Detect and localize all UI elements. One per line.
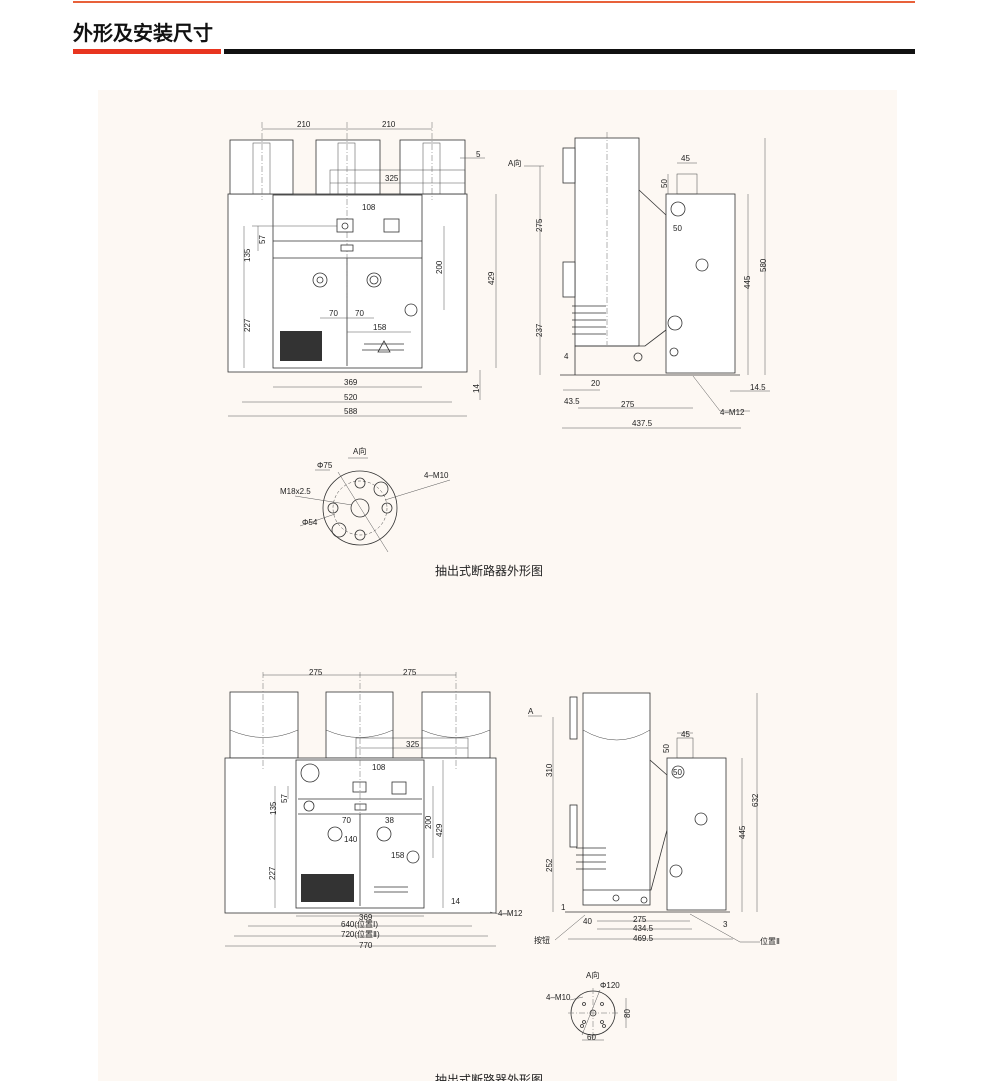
dim-label: 4 xyxy=(564,352,569,361)
dim-label: 14.5 xyxy=(750,383,766,392)
drawing2-caption: 抽出式断路器外形图 xyxy=(435,1072,543,1081)
dim-label: 369 xyxy=(359,913,373,922)
dim-label: 80 xyxy=(623,1009,632,1018)
dim-label: 40 xyxy=(583,917,592,926)
dim-label: 135 xyxy=(269,801,278,815)
drawing1-caption: 抽出式断路器外形图 xyxy=(435,563,543,578)
dim-label: 4–M12 xyxy=(720,408,745,417)
dim-label: 50 xyxy=(673,768,682,777)
dim-label: 200 xyxy=(424,815,433,829)
dim-label: 445 xyxy=(738,825,747,839)
dim-label: 325 xyxy=(406,740,420,749)
dim-label: 按钮 xyxy=(534,935,550,945)
dim-label: Φ54 xyxy=(302,518,318,527)
dim-label: 70 xyxy=(329,309,338,318)
drawing2-side-view: A 45 50 50 310 252 632 445 1 40 275 434.… xyxy=(528,692,780,946)
dim-label: Φ120 xyxy=(600,981,620,990)
dim-label: 252 xyxy=(545,858,554,872)
dim-label: 275 xyxy=(309,668,323,677)
dim-label: 720(位置Ⅱ) xyxy=(341,929,380,939)
dim-label: 108 xyxy=(362,203,376,212)
title-underline-accent xyxy=(73,49,221,54)
header-top-line xyxy=(73,1,915,3)
dim-label: 4–M10 xyxy=(546,993,571,1002)
dim-label: 5 xyxy=(476,150,481,159)
dim-label: 50 xyxy=(662,744,671,753)
dim-label: 1 xyxy=(561,903,566,912)
dim-label: 57 xyxy=(258,235,267,244)
dim-label: 45 xyxy=(681,154,690,163)
dim-label: 325 xyxy=(385,174,399,183)
title-underline xyxy=(224,49,915,54)
dim-label: 4–M10 xyxy=(424,471,449,480)
dim-label: 275 xyxy=(621,400,635,409)
dim-label: 14 xyxy=(472,384,481,393)
dim-label: 14 xyxy=(451,897,460,906)
dim-label: 310 xyxy=(545,763,554,777)
drawing2-flange-view: A向 Φ120 4–M10 80 60 xyxy=(546,970,632,1042)
dim-label: 20 xyxy=(591,379,600,388)
dim-label: 275 xyxy=(535,218,544,232)
dim-label: 70 xyxy=(342,816,351,825)
dim-label: 434.5 xyxy=(633,924,654,933)
dim-label: 275 xyxy=(633,915,647,924)
dim-label: 588 xyxy=(344,407,358,416)
dim-label: 632 xyxy=(751,793,760,807)
dim-label: 108 xyxy=(372,763,386,772)
dim-label: 45 xyxy=(681,730,690,739)
drawing1-side-view: A向 45 50 50 275 237 445 580 4 20 43.5 27… xyxy=(508,132,770,429)
dim-label: 520 xyxy=(344,393,358,402)
dim-label: 3 xyxy=(723,920,728,929)
dim-label: 135 xyxy=(243,248,252,262)
bushing xyxy=(229,139,466,195)
dim-label: 50 xyxy=(660,179,669,188)
dim-label: 227 xyxy=(243,318,252,332)
dim-label: 158 xyxy=(373,323,387,332)
dim-label: 429 xyxy=(435,823,444,837)
drawing1-front-view: 210 210 5 325 108 57 135 227 200 429 70 … xyxy=(227,120,497,417)
dim-label: 210 xyxy=(382,120,396,129)
dim-label: Φ75 xyxy=(317,461,333,470)
dim-label: 237 xyxy=(535,323,544,337)
dim-label: M18x2.5 xyxy=(280,487,311,496)
dim-label: 445 xyxy=(743,275,752,289)
drawing1-flange-view: A向 Φ75 M18x2.5 Φ54 4–M10 xyxy=(280,446,451,553)
dim-label: A xyxy=(528,707,534,716)
dim-label: 429 xyxy=(487,271,496,285)
dim-label: 158 xyxy=(391,851,405,860)
dim-label: 位置Ⅱ xyxy=(760,936,780,946)
dim-label: 140 xyxy=(344,835,358,844)
dim-label: 50 xyxy=(673,224,682,233)
section-title: 外形及安装尺寸 xyxy=(73,21,213,45)
dim-label: 60 xyxy=(587,1033,596,1042)
dim-label: 38 xyxy=(385,816,394,825)
dim-label: 210 xyxy=(297,120,311,129)
dim-label: A向 xyxy=(508,158,521,168)
dim-label: 70 xyxy=(355,309,364,318)
dim-label: 200 xyxy=(435,260,444,274)
dim-label: A向 xyxy=(353,446,366,456)
dim-label: 437.5 xyxy=(632,419,653,428)
dim-label: 469.5 xyxy=(633,934,654,943)
dim-label: 57 xyxy=(280,794,289,803)
dim-label: 369 xyxy=(344,378,358,387)
dim-label: 43.5 xyxy=(564,397,580,406)
dim-label: 770 xyxy=(359,941,373,950)
dim-label: 640(位置Ⅰ) xyxy=(341,919,378,929)
drawing2-front-view: 275 275 325 108 57 135 200 429 70 38 140… xyxy=(224,668,523,950)
dim-label: 580 xyxy=(759,258,768,272)
dim-label: 227 xyxy=(268,866,277,880)
dim-label: 275 xyxy=(403,668,417,677)
dim-label: 4–M12 xyxy=(498,909,523,918)
dim-label: A向 xyxy=(586,970,599,980)
